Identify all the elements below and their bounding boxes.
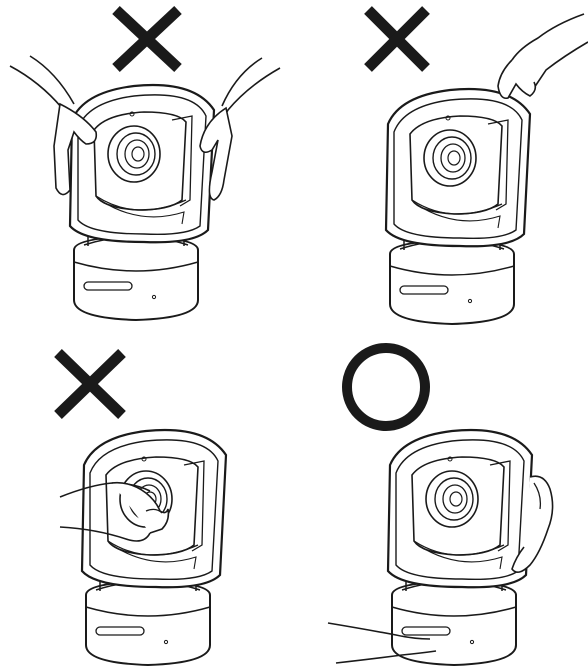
circle-mark-icon: [347, 348, 425, 426]
panel-both-hands-on-hood: [0, 0, 294, 333]
hand-icon: [498, 14, 588, 98]
panel-hand-on-lens: [0, 333, 294, 666]
camera-illustration: [0, 0, 294, 333]
panel-one-hand-on-hood-top: [294, 0, 588, 333]
cross-mark-icon: [116, 10, 178, 68]
camera-illustration: [294, 0, 588, 333]
camera-illustration: [294, 333, 588, 666]
panel-correct-grip: [294, 333, 588, 666]
cross-mark-icon: [368, 10, 426, 68]
camera-illustration: [0, 333, 294, 666]
cross-mark-icon: [58, 353, 122, 415]
right-hand-icon: [200, 58, 280, 200]
